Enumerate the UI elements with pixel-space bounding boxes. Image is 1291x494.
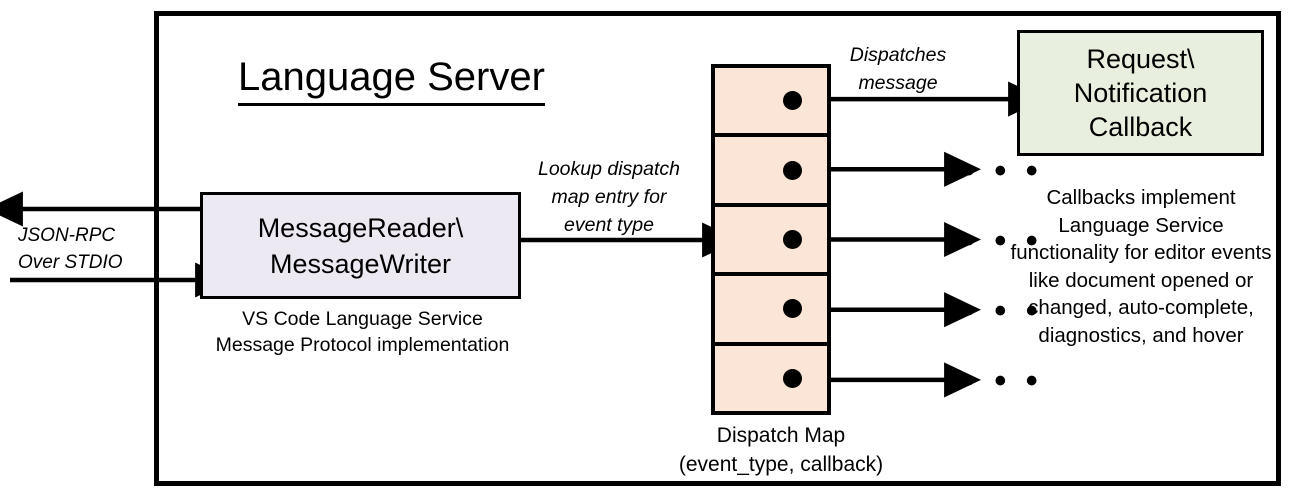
dispatch-map-row-4[interactable] <box>715 276 827 346</box>
jsonrpc-label-line2: Over STDIO <box>18 252 123 273</box>
ellipsis-row-5: • • • <box>963 362 1043 400</box>
callback-box-label: Request\ Notification Callback <box>1074 42 1208 144</box>
dispatch-map-row-1[interactable] <box>715 68 827 138</box>
ellipsis-row-2: • • • <box>963 152 1043 190</box>
dispatch-map-caption-line1: Dispatch Map <box>716 424 846 447</box>
request-notification-callback-box[interactable]: Request\ Notification Callback <box>1017 30 1264 156</box>
jsonrpc-transport-label: JSON-RPC Over STDIO <box>18 222 158 276</box>
callback-description: Callbacks implement Language Service fun… <box>1010 186 1272 347</box>
callback-line3: Callback <box>1088 112 1193 142</box>
message-reader-writer-label: MessageReader\ MessageWriter <box>258 210 464 282</box>
dispatches-message-label: Dispatches message <box>832 41 964 97</box>
dispatch-map-row-2[interactable] <box>715 137 827 207</box>
callback-line1: Request\ <box>1086 44 1195 74</box>
callback-dot-icon <box>783 230 802 250</box>
dispatch-map-row-3[interactable] <box>715 207 827 277</box>
dispatch-map-caption: Dispatch Map (event_type, callback) <box>636 421 926 479</box>
message-reader-writer-box[interactable]: MessageReader\ MessageWriter <box>200 192 521 299</box>
message-writer-line: MessageWriter <box>269 248 452 279</box>
message-reader-caption-line2: Message Protocol implementation <box>215 334 510 356</box>
dispatch-map-caption-line2: (event_type, callback) <box>678 453 884 476</box>
jsonrpc-label-line1: JSON-RPC <box>18 225 116 246</box>
message-reader-caption-line1: VS Code Language Service <box>242 308 483 330</box>
callback-dot-icon <box>783 160 802 180</box>
message-reader-line: MessageReader\ <box>257 212 464 243</box>
language-server-container <box>154 11 1281 486</box>
dispatches-label-line1: Dispatches <box>849 44 947 66</box>
dispatch-map-row-5[interactable] <box>715 346 827 411</box>
dispatch-map-table[interactable] <box>711 64 831 415</box>
ellipsis-row-3: • • • <box>963 222 1043 260</box>
page-title: Language Server <box>238 52 545 106</box>
dispatches-label-line2: message <box>858 72 938 94</box>
lookup-label-line3: event type <box>564 214 654 236</box>
lookup-label-line2: map entry for <box>551 186 667 208</box>
callback-dot-icon <box>783 299 802 319</box>
callback-dot-icon <box>783 368 802 388</box>
lookup-label-line1: Lookup dispatch <box>537 158 681 180</box>
callback-line2: Notification <box>1073 78 1208 108</box>
ellipsis-row-4: • • • <box>963 292 1043 330</box>
lookup-dispatch-label: Lookup dispatch map entry for event type <box>518 155 700 239</box>
message-reader-caption: VS Code Language Service Message Protoco… <box>190 306 535 358</box>
callback-dot-icon <box>783 91 802 111</box>
